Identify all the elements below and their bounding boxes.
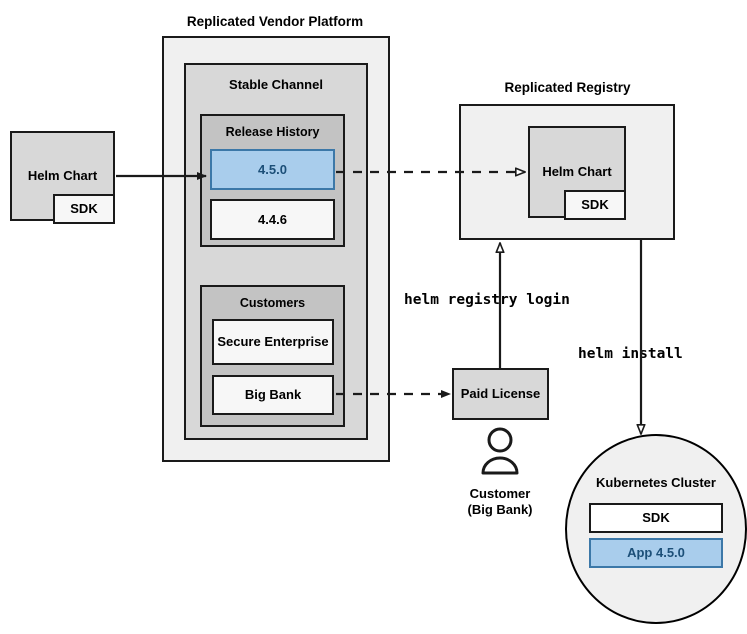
helm-registry-login-command: helm registry login [404, 292, 570, 308]
cluster-component-sdk-label: SDK [642, 510, 670, 526]
helm-install-command: helm install [578, 346, 683, 362]
customer-item-secure-enterprise-label: Secure Enterprise [217, 334, 329, 350]
source-helm-chart-label: Helm Chart [27, 168, 98, 184]
source-helm-chart-sdk-label: SDK [70, 201, 98, 217]
registry-helm-chart-sdk-label: SDK [581, 197, 609, 213]
vendor-platform-title: Replicated Vendor Platform [186, 14, 364, 29]
customer-item-big-bank-label: Big Bank [244, 387, 302, 403]
cluster-component-sdk[interactable]: SDK [589, 503, 723, 533]
stable-channel-label: Stable Channel [229, 77, 323, 92]
registry-helm-chart-label: Helm Chart [542, 164, 612, 180]
release-item-4-5-0[interactable]: 4.5.0 [210, 149, 335, 190]
kubernetes-cluster-label: Kubernetes Cluster [596, 475, 716, 490]
replicated-registry-title: Replicated Registry [504, 80, 631, 95]
source-helm-chart-sdk-box[interactable]: SDK [53, 194, 115, 224]
release-item-4-4-6-label: 4.4.6 [258, 211, 287, 227]
customer-actor-label: Customer (Big Bank) [467, 486, 533, 518]
cluster-component-app-label: App 4.5.0 [627, 545, 685, 561]
registry-helm-chart-sdk-box[interactable]: SDK [564, 190, 626, 220]
paid-license-box[interactable]: Paid License [452, 368, 549, 420]
paid-license-label: Paid License [460, 386, 541, 402]
customer-item-big-bank[interactable]: Big Bank [212, 375, 334, 415]
customer-item-secure-enterprise[interactable]: Secure Enterprise [212, 319, 334, 365]
release-history-label: Release History [225, 125, 320, 139]
release-item-4-5-0-label: 4.5.0 [258, 161, 287, 177]
release-item-4-4-6[interactable]: 4.4.6 [210, 199, 335, 240]
customer-actor-icon [481, 427, 519, 475]
cluster-component-app[interactable]: App 4.5.0 [589, 538, 723, 568]
customers-label: Customers [239, 296, 306, 310]
